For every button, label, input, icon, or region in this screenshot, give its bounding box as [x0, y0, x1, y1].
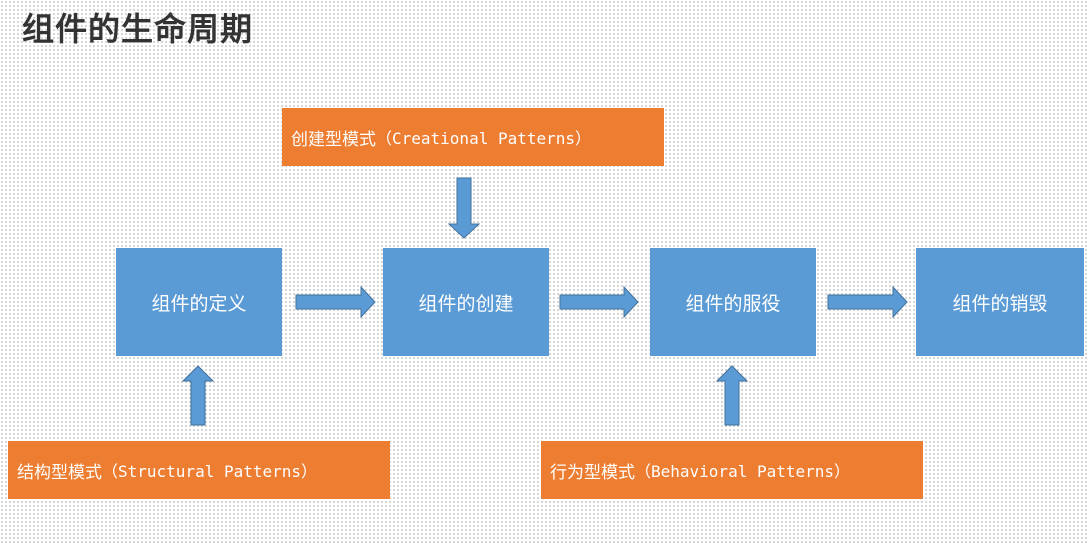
- behavioral-en-label: （Behavioral Patterns）: [635, 462, 851, 481]
- stage-serve-label: 组件的服役: [685, 292, 781, 315]
- behavioral-patterns-box: 行为型模式（Behavioral Patterns）: [541, 441, 923, 499]
- stage-create-label: 组件的创建: [418, 292, 514, 315]
- stage-define: 组件的定义: [116, 248, 282, 356]
- structural-patterns-box: 结构型模式（Structural Patterns）: [8, 441, 390, 499]
- structural-cn-label: 结构型模式: [17, 462, 102, 483]
- stage-serve: 组件的服役: [650, 248, 816, 356]
- arrow-create-to-serve: [559, 285, 639, 319]
- creational-patterns-box: 创建型模式（Creational Patterns）: [282, 108, 664, 166]
- arrow-serve-to-destroy: [827, 285, 908, 319]
- arrow-define-to-create: [295, 285, 376, 319]
- creational-cn-label: 创建型模式: [291, 129, 376, 150]
- stage-destroy-label: 组件的销毁: [952, 292, 1048, 315]
- structural-en-label: （Structural Patterns）: [102, 462, 318, 481]
- stage-define-label: 组件的定义: [151, 292, 247, 315]
- arrow-behavioral-to-serve: [715, 365, 749, 426]
- stage-destroy: 组件的销毁: [916, 248, 1084, 356]
- behavioral-cn-label: 行为型模式: [550, 462, 635, 483]
- creational-en-label: （Creational Patterns）: [376, 129, 592, 148]
- arrow-creational-to-create: [447, 177, 481, 239]
- stage-create: 组件的创建: [383, 248, 549, 356]
- arrow-structural-to-define: [181, 365, 215, 426]
- page-title: 组件的生命周期: [22, 10, 254, 48]
